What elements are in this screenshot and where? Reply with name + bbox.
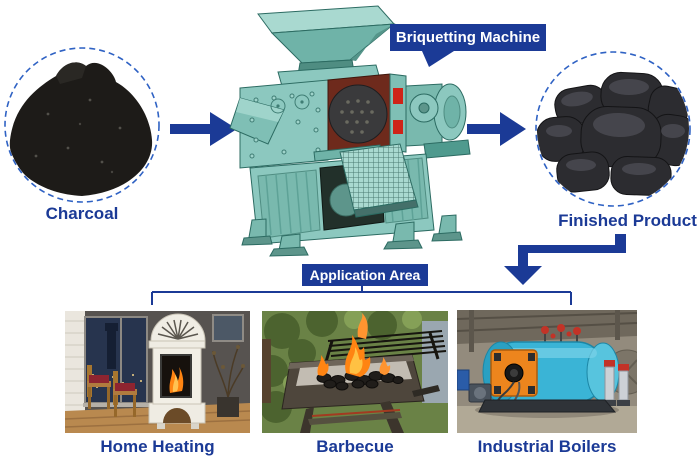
finished-product-label: Finished Product — [558, 211, 697, 230]
finished-product-photo — [535, 51, 691, 207]
charcoal-photo — [4, 47, 160, 203]
home-heating-label: Home Heating — [100, 437, 215, 456]
stove — [148, 313, 206, 429]
industrial-boilers-photo — [457, 310, 637, 433]
application-area-tag: Application Area — [302, 264, 428, 286]
charcoal-label: Charcoal — [45, 204, 119, 223]
charcoal-pile — [9, 62, 153, 196]
arrow-right-icon — [467, 112, 526, 146]
elbow-arrow-down-icon — [504, 234, 626, 285]
machine-callout-label: Briquetting Machine — [395, 29, 541, 46]
briquette-pile — [537, 71, 689, 196]
callout-tail — [422, 51, 454, 67]
chairs — [87, 365, 137, 417]
application-area-label: Application Area — [309, 267, 421, 283]
bracket-connector-icon — [151, 286, 572, 305]
feed-pumps — [603, 360, 630, 406]
press-roller — [328, 84, 388, 144]
barbecue-label: Barbecue — [316, 437, 394, 456]
machine-callout: Briquetting Machine — [390, 24, 546, 51]
home-heating-photo — [65, 311, 250, 433]
industrial-boilers-label: Industrial Boilers — [477, 437, 617, 456]
barbecue-photo — [262, 311, 448, 433]
arrow-right-icon — [170, 112, 237, 146]
charcoal-lumps — [316, 371, 404, 391]
